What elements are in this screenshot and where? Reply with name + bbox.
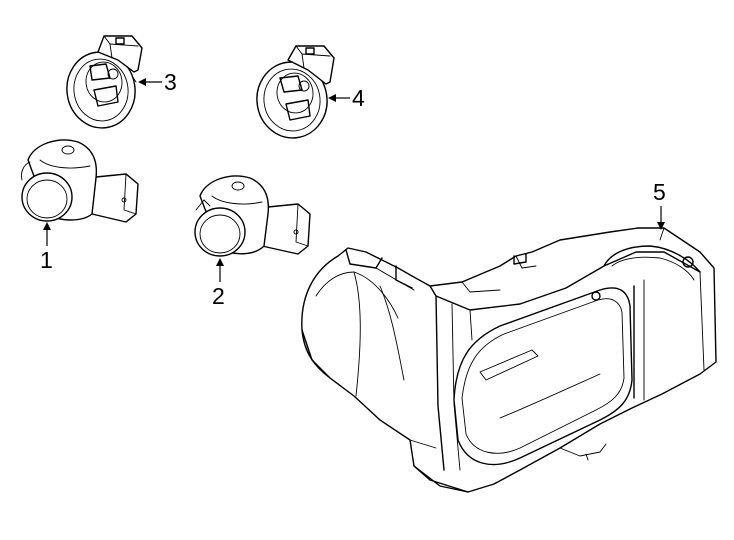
callout-5: 5 [653,179,666,230]
parking-sensor-part-2 [194,175,311,257]
callout-number: 5 [653,179,666,205]
sensor-retainer-part-3 [66,35,143,129]
callout-1: 1 [40,222,53,273]
callout-number: 4 [352,85,365,111]
callout-3: 3 [138,69,177,95]
sensor-retainer-part-4 [256,45,335,139]
callout-number: 1 [40,247,53,273]
callout-number: 2 [212,283,225,309]
sensor-module-part-5 [301,227,717,493]
callout-4: 4 [328,85,365,111]
callout-2: 2 [212,258,225,309]
parking-sensor-part-1 [21,139,139,223]
callout-number: 3 [164,69,177,95]
